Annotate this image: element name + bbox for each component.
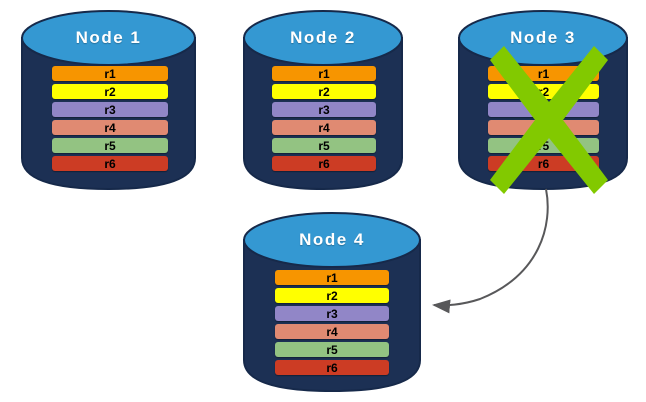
node-4-row-r6[interactable]: r6 (275, 360, 389, 375)
node-1-row-r2[interactable]: r2 (52, 84, 168, 99)
cylinder-top (21, 10, 196, 66)
node-4-row-r4-label: r4 (326, 324, 338, 339)
node-1-row-r6-label: r6 (104, 156, 116, 171)
node-1-row-r3[interactable]: r3 (52, 102, 168, 117)
node-2-row-r2-label: r2 (318, 84, 330, 99)
node-4-rows: r1 r2 r3 r4 r5 r6 (275, 270, 389, 378)
node-2-rows: r1 r2 r3 r4 r5 r6 (272, 66, 376, 174)
node-4-row-r4[interactable]: r4 (275, 324, 389, 339)
cylinder-top (243, 10, 403, 66)
node-2-row-r5[interactable]: r5 (272, 138, 376, 153)
node-4-row-r5[interactable]: r5 (275, 342, 389, 357)
cylinder-top (243, 212, 421, 268)
node-4-row-r2[interactable]: r2 (275, 288, 389, 303)
node-2-row-r3[interactable]: r3 (272, 102, 376, 117)
node-1-row-r3-label: r3 (104, 102, 116, 117)
node-2-row-r4-label: r4 (318, 120, 330, 135)
node-1-row-r4[interactable]: r4 (52, 120, 168, 135)
node-4-row-r3[interactable]: r3 (275, 306, 389, 321)
node-4-row-r3-label: r3 (326, 306, 338, 321)
node-2-row-r3-label: r3 (318, 102, 330, 117)
node-2-row-r5-label: r5 (318, 138, 330, 153)
node-4-row-r1[interactable]: r1 (275, 270, 389, 285)
node-4-row-r6-label: r6 (326, 360, 338, 375)
node-2-row-r6-label: r6 (318, 156, 330, 171)
node-2-row-r1-label: r1 (318, 66, 330, 81)
node-4[interactable]: Node 4 r1 r2 r3 r4 r5 r6 (243, 210, 421, 393)
node-1[interactable]: Node 1 r1 r2 r3 r4 r5 r6 (21, 8, 196, 191)
node-1-row-r6[interactable]: r6 (52, 156, 168, 171)
connector-arrow-path (432, 188, 549, 314)
node-1-rows: r1 r2 r3 r4 r5 r6 (52, 66, 168, 174)
node-4-row-r1-label: r1 (326, 270, 338, 285)
node-1-row-r4-label: r4 (104, 120, 116, 135)
node-2-row-r6[interactable]: r6 (272, 156, 376, 171)
node-1-row-r2-label: r2 (104, 84, 116, 99)
node-1-row-r5[interactable]: r5 (52, 138, 168, 153)
node-1-row-r5-label: r5 (104, 138, 116, 153)
node-1-row-r1[interactable]: r1 (52, 66, 168, 81)
node-2-row-r1[interactable]: r1 (272, 66, 376, 81)
node-1-row-r1-label: r1 (104, 66, 116, 81)
node-2[interactable]: Node 2 r1 r2 r3 r4 r5 r6 (243, 8, 403, 191)
node-2-row-r2[interactable]: r2 (272, 84, 376, 99)
node-2-row-r4[interactable]: r4 (272, 120, 376, 135)
node-4-row-r2-label: r2 (326, 288, 338, 303)
node-4-row-r5-label: r5 (326, 342, 338, 357)
